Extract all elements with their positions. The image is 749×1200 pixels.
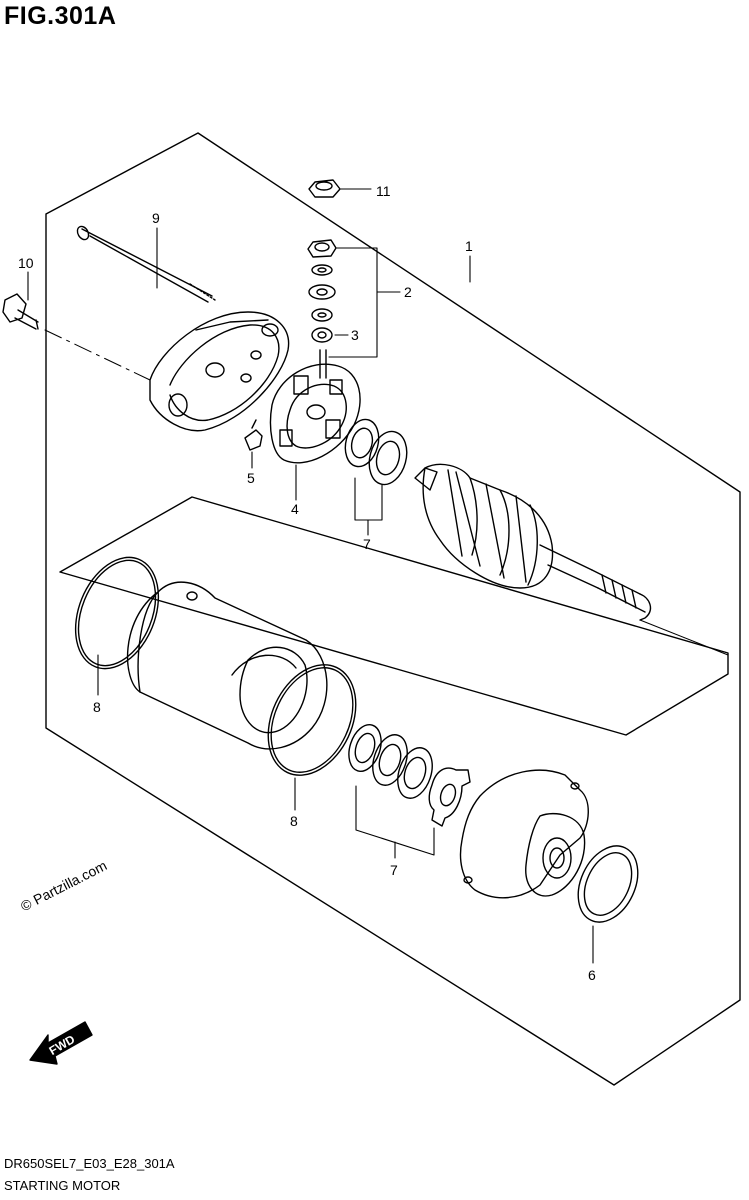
figure-name: STARTING MOTOR [4,1178,121,1193]
long-bolt-part-9 [76,225,216,303]
callout-5: 5 [247,470,255,486]
callout-10: 11 [376,183,391,199]
nut-part-10 [308,179,341,198]
callout-8-upper: 8 [93,699,101,715]
callout-9: 9 [152,210,160,226]
washers-part-7-lower [348,724,433,799]
brush-holder-part-4 [269,363,361,464]
figure-title: FIG.301A [4,2,117,30]
rear-cover-housing [149,311,290,432]
bolt-part-11 [2,293,39,330]
o-ring-part-6 [577,845,639,923]
o-ring-part-8-upper [74,556,160,670]
assembly-outline [45,132,741,1086]
washers-part-7-upper [344,418,408,486]
callout-1: 1 [465,238,473,254]
brush-part-5 [244,419,263,451]
o-ring-part-8-lower [267,664,357,776]
yoke-motor-case [126,581,328,750]
terminal-nut-washer-set-part-2 [307,239,337,379]
figure-code: DR650SEL7_E03_E28_301A [4,1156,175,1171]
callout-11: 10 [18,255,34,271]
callout-4: 4 [291,501,299,517]
inner-outline [59,496,729,736]
center-axis-line-2 [639,619,729,656]
callout-3: 3 [351,327,359,343]
callout-6: 6 [588,967,596,983]
callout-7-upper: 7 [363,536,371,552]
callout-2: 2 [404,284,412,300]
fwd-direction-arrow [29,1021,93,1065]
lock-washer [428,767,471,827]
callout-7-lower: 7 [390,862,398,878]
armature [414,463,652,621]
center-axis-line [44,329,151,381]
front-cover-housing [459,769,589,899]
callout-8-lower: 8 [290,813,298,829]
leader-lines [27,188,594,964]
